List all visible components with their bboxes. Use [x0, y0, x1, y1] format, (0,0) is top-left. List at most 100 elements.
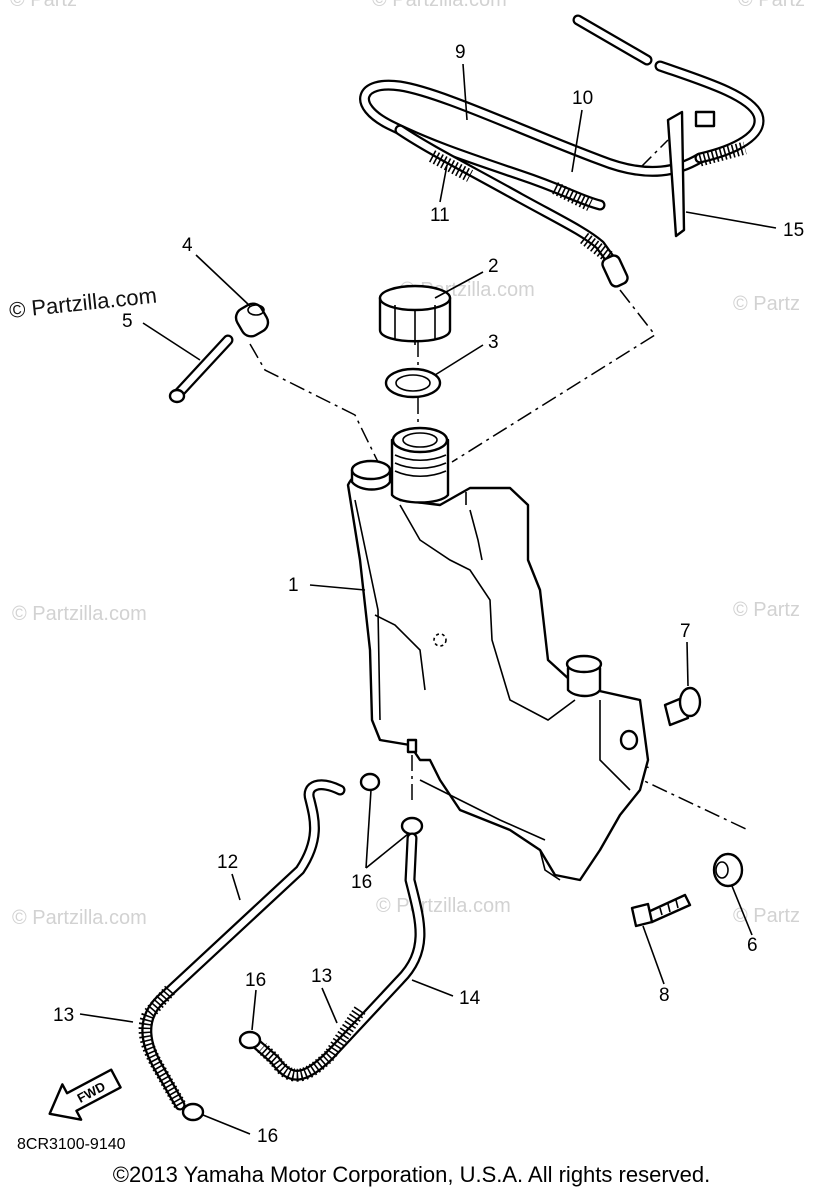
breather-cap-top	[247, 304, 265, 316]
callout-16: 16	[245, 970, 266, 991]
watermark-tile: © Partz	[738, 0, 805, 11]
clamp-16	[238, 1030, 262, 1050]
fwd-arrow-shape	[48, 1068, 122, 1121]
callout-6: 6	[747, 935, 758, 956]
leader-9	[462, 63, 468, 121]
callout-11: 11	[430, 205, 450, 226]
watermark-tile: © Partz	[733, 905, 800, 927]
callout-12: 12	[217, 852, 238, 873]
diagram-code: 8CR3100-9140	[17, 1136, 126, 1153]
bracket-15	[666, 110, 686, 238]
filler-thread	[394, 454, 447, 478]
gasket-inner	[395, 374, 431, 392]
watermark-tile: © Partzilla.com	[12, 907, 147, 929]
tank-ridge	[469, 509, 483, 561]
coil-13	[257, 1006, 366, 1082]
watermark-tile: © Partzilla.com	[376, 895, 511, 917]
callout-numbers: 1 2 3 4 5 6 7 8 9 10 11 12 13 13 14 15 1…	[53, 42, 804, 1147]
tank-ridge	[399, 504, 576, 721]
callout-13: 13	[53, 1005, 74, 1026]
coil-11	[428, 150, 474, 182]
clamp-16	[400, 816, 424, 836]
leader-line	[249, 343, 379, 463]
filler-opening	[391, 426, 449, 454]
leader-13a	[79, 1013, 134, 1023]
tank-lower-edge	[419, 779, 546, 841]
hidden-hole	[433, 633, 447, 647]
leader-16b	[251, 989, 257, 1031]
tank-mount-edge	[599, 700, 631, 791]
leader-13b	[321, 987, 338, 1024]
right-spigot	[566, 666, 602, 698]
leader-5	[142, 322, 201, 361]
tank-foot	[539, 849, 561, 881]
breather-cap-and-hose	[168, 302, 270, 404]
leader-7	[686, 641, 689, 687]
watermark-tile: © Partzilla.com	[12, 603, 147, 625]
radiator-cap	[378, 284, 452, 345]
callout-2: 2	[488, 256, 499, 277]
callout-13: 13	[311, 966, 332, 987]
callout-8: 8	[659, 985, 670, 1006]
tank-edge	[354, 499, 381, 721]
leader-14	[411, 979, 454, 997]
copyright-notice: ©2013 Yamaha Motor Corporation, U.S.A. A…	[112, 1162, 711, 1187]
watermark-tile: © Partzilla.com	[372, 0, 507, 11]
callout-10: 10	[572, 88, 593, 109]
callout-leaders	[79, 63, 777, 1135]
gasket	[384, 367, 442, 399]
grommet-6-hole	[715, 861, 729, 879]
watermark-tile: © Partz	[733, 599, 800, 621]
leader-16a	[365, 789, 372, 869]
callout-14: 14	[459, 988, 481, 1009]
grommet-and-bolt	[630, 852, 744, 928]
callout-5: 5	[122, 311, 133, 332]
leader-15	[685, 211, 777, 229]
bolt-8-head	[630, 902, 654, 928]
leader-2	[434, 271, 484, 299]
tank-panel	[374, 614, 426, 691]
cap-grip	[394, 305, 436, 345]
hose-5-end	[168, 388, 186, 404]
callout-7: 7	[680, 621, 691, 642]
overflow-hose-left	[138, 779, 346, 1122]
filler-inner	[402, 432, 438, 448]
partzilla-watermark: © Partzilla.com	[8, 283, 158, 323]
watermark-tile: © Partz	[733, 293, 800, 315]
callout-16: 16	[351, 872, 372, 893]
callout-16: 16	[257, 1126, 278, 1147]
fwd-arrow: FWD	[48, 1068, 122, 1121]
callout-3: 3	[488, 332, 499, 353]
clamp-16	[181, 1102, 205, 1122]
callout-15: 15	[783, 220, 804, 241]
outlet-nozzle	[406, 738, 418, 754]
leader-16a2	[365, 833, 409, 869]
upper-breather-hoses	[359, 14, 765, 288]
reservoir-tank	[346, 426, 650, 882]
callout-1: 1	[288, 575, 299, 596]
bolt-7-head	[678, 686, 702, 718]
leader-8	[642, 925, 665, 985]
leader-16c	[202, 1114, 251, 1135]
leader-11	[439, 164, 448, 203]
callout-9: 9	[455, 42, 466, 63]
leader-4	[195, 254, 251, 307]
mount-hole	[619, 729, 639, 751]
filler-neck	[390, 438, 450, 504]
watermark-tile: © Partz	[10, 0, 77, 11]
leader-line	[451, 289, 657, 463]
overflow-hose-right	[238, 832, 426, 1082]
coil-11b	[580, 232, 614, 264]
leader-3	[434, 344, 484, 376]
breather-opening	[350, 459, 392, 481]
right-spigot-opening	[565, 654, 603, 674]
coil-13	[138, 985, 186, 1109]
cap-top	[378, 284, 452, 312]
clamp-16	[359, 772, 381, 792]
breather-cap-4	[234, 302, 270, 338]
callout-4: 4	[182, 235, 193, 256]
leader-line	[599, 759, 749, 831]
leader-6	[731, 885, 753, 936]
leader-12	[231, 873, 241, 901]
